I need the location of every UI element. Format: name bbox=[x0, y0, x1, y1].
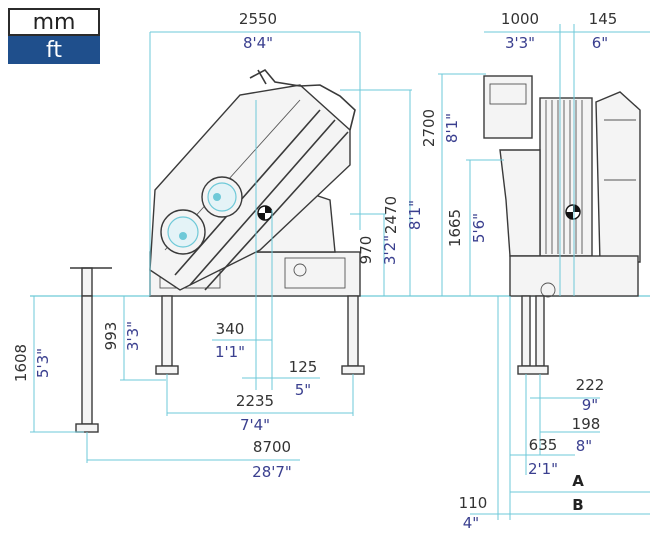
boom-line-2 bbox=[189, 119, 336, 286]
dim-overall-length-ft: 8'4" bbox=[243, 34, 273, 52]
dim-base-height-mm: 970 bbox=[357, 236, 375, 265]
dim-foot-a-mm: 222 bbox=[576, 376, 605, 394]
boom-head bbox=[249, 68, 301, 87]
dim-a-label: A bbox=[572, 472, 584, 490]
front-column bbox=[539, 97, 593, 257]
side-view-dimensions: 2550 8'4" 2470 8'1" 970 3'2" 993 3'3" 16… bbox=[12, 10, 424, 481]
dim-base-offset-ft: 4" bbox=[463, 514, 479, 532]
leg-right-foot bbox=[341, 365, 365, 375]
side-view-crane bbox=[70, 68, 365, 433]
leg-left-foot bbox=[155, 365, 179, 375]
leg-right bbox=[347, 295, 359, 367]
column-ribs bbox=[545, 100, 583, 254]
outrigger-leg bbox=[81, 295, 93, 425]
dim-center-offset-mm: 125 bbox=[289, 358, 318, 376]
control-box bbox=[483, 75, 533, 139]
dim-width-top-mm: 1000 bbox=[501, 10, 539, 28]
dim-height-mid-ft: 5'6" bbox=[470, 213, 488, 243]
dim-height-top-mm: 2700 bbox=[420, 109, 438, 147]
dim-overall-length-mm: 2550 bbox=[239, 10, 277, 28]
dim-foot-b-mm: 198 bbox=[572, 415, 601, 433]
front-cog-quadrant-1 bbox=[573, 205, 580, 212]
unit-legend-ft: ft bbox=[8, 36, 100, 64]
dim-leg-spacing-mm: 635 bbox=[529, 436, 558, 454]
base-detail-right bbox=[284, 257, 346, 289]
dim-height-total-ft: 8'1" bbox=[406, 200, 424, 230]
cylinder-pin-upper bbox=[213, 193, 221, 201]
leg-left bbox=[161, 295, 173, 367]
cylinder-highlight-upper bbox=[207, 182, 237, 212]
cog-quadrant-1 bbox=[265, 206, 272, 213]
dim-width-top-ft: 3'3" bbox=[505, 34, 535, 52]
boom-head-2 bbox=[299, 84, 356, 131]
dim-column-offset-mm: 340 bbox=[216, 320, 245, 338]
front-leg-right bbox=[535, 295, 545, 367]
dim-outrigger-span-mm: 8700 bbox=[253, 438, 291, 456]
unit-legend-mm: mm bbox=[8, 8, 100, 36]
dim-outrigger-span-ft: 28'7" bbox=[252, 463, 292, 481]
outrigger-foot bbox=[75, 423, 99, 433]
front-housing-left bbox=[499, 149, 541, 257]
dim-base-offset-mm: 110 bbox=[459, 494, 488, 512]
dim-height-top-ft: 8'1" bbox=[443, 113, 461, 143]
unit-mm-label: mm bbox=[32, 9, 76, 35]
dim-leg-height-ft: 3'3" bbox=[124, 321, 142, 351]
front-base-wheel bbox=[540, 282, 556, 298]
dim-outrigger-height-mm: 1608 bbox=[12, 344, 30, 382]
dim-leg-span-ft: 7'4" bbox=[240, 416, 270, 434]
dim-foot-a-ft: 9" bbox=[582, 396, 598, 414]
front-view-dimensions: 1000 3'3" 145 6" 2700 8'1" 1665 5'6" 222… bbox=[420, 10, 650, 532]
dim-center-offset-ft: 5" bbox=[295, 381, 311, 399]
control-box-panel bbox=[489, 83, 527, 105]
dim-leg-span-mm: 2235 bbox=[236, 392, 274, 410]
hook-bar bbox=[257, 69, 267, 85]
boom-line-3 bbox=[204, 131, 349, 291]
dim-leg-height-mm: 993 bbox=[102, 322, 120, 351]
dim-height-mid-mm: 1665 bbox=[446, 209, 464, 247]
dim-base-height-ft: 3'2" bbox=[381, 235, 399, 265]
dim-outrigger-height-ft: 5'3" bbox=[34, 348, 52, 378]
dim-top-offset-ft: 6" bbox=[592, 34, 608, 52]
dim-column-offset-ft: 1'1" bbox=[215, 343, 245, 361]
cylinder-pin-lower bbox=[179, 232, 187, 240]
base-bolt bbox=[293, 263, 307, 277]
front-cog-quadrant-2 bbox=[566, 212, 573, 219]
front-view-crane bbox=[483, 75, 641, 375]
dim-foot-b-ft: 8" bbox=[576, 437, 592, 455]
front-leg-left bbox=[521, 295, 531, 367]
cog-quadrant-2 bbox=[258, 213, 265, 220]
dim-leg-spacing-ft: 2'1" bbox=[528, 460, 558, 478]
outrigger-upper bbox=[81, 267, 93, 297]
dim-top-offset-mm: 145 bbox=[589, 10, 618, 28]
front-leg-foot bbox=[517, 365, 549, 375]
unit-ft-label: ft bbox=[46, 37, 62, 63]
front-boom-side bbox=[595, 91, 641, 263]
dim-height-total-mm: 2470 bbox=[382, 196, 400, 234]
dim-b-label: B bbox=[572, 496, 583, 514]
